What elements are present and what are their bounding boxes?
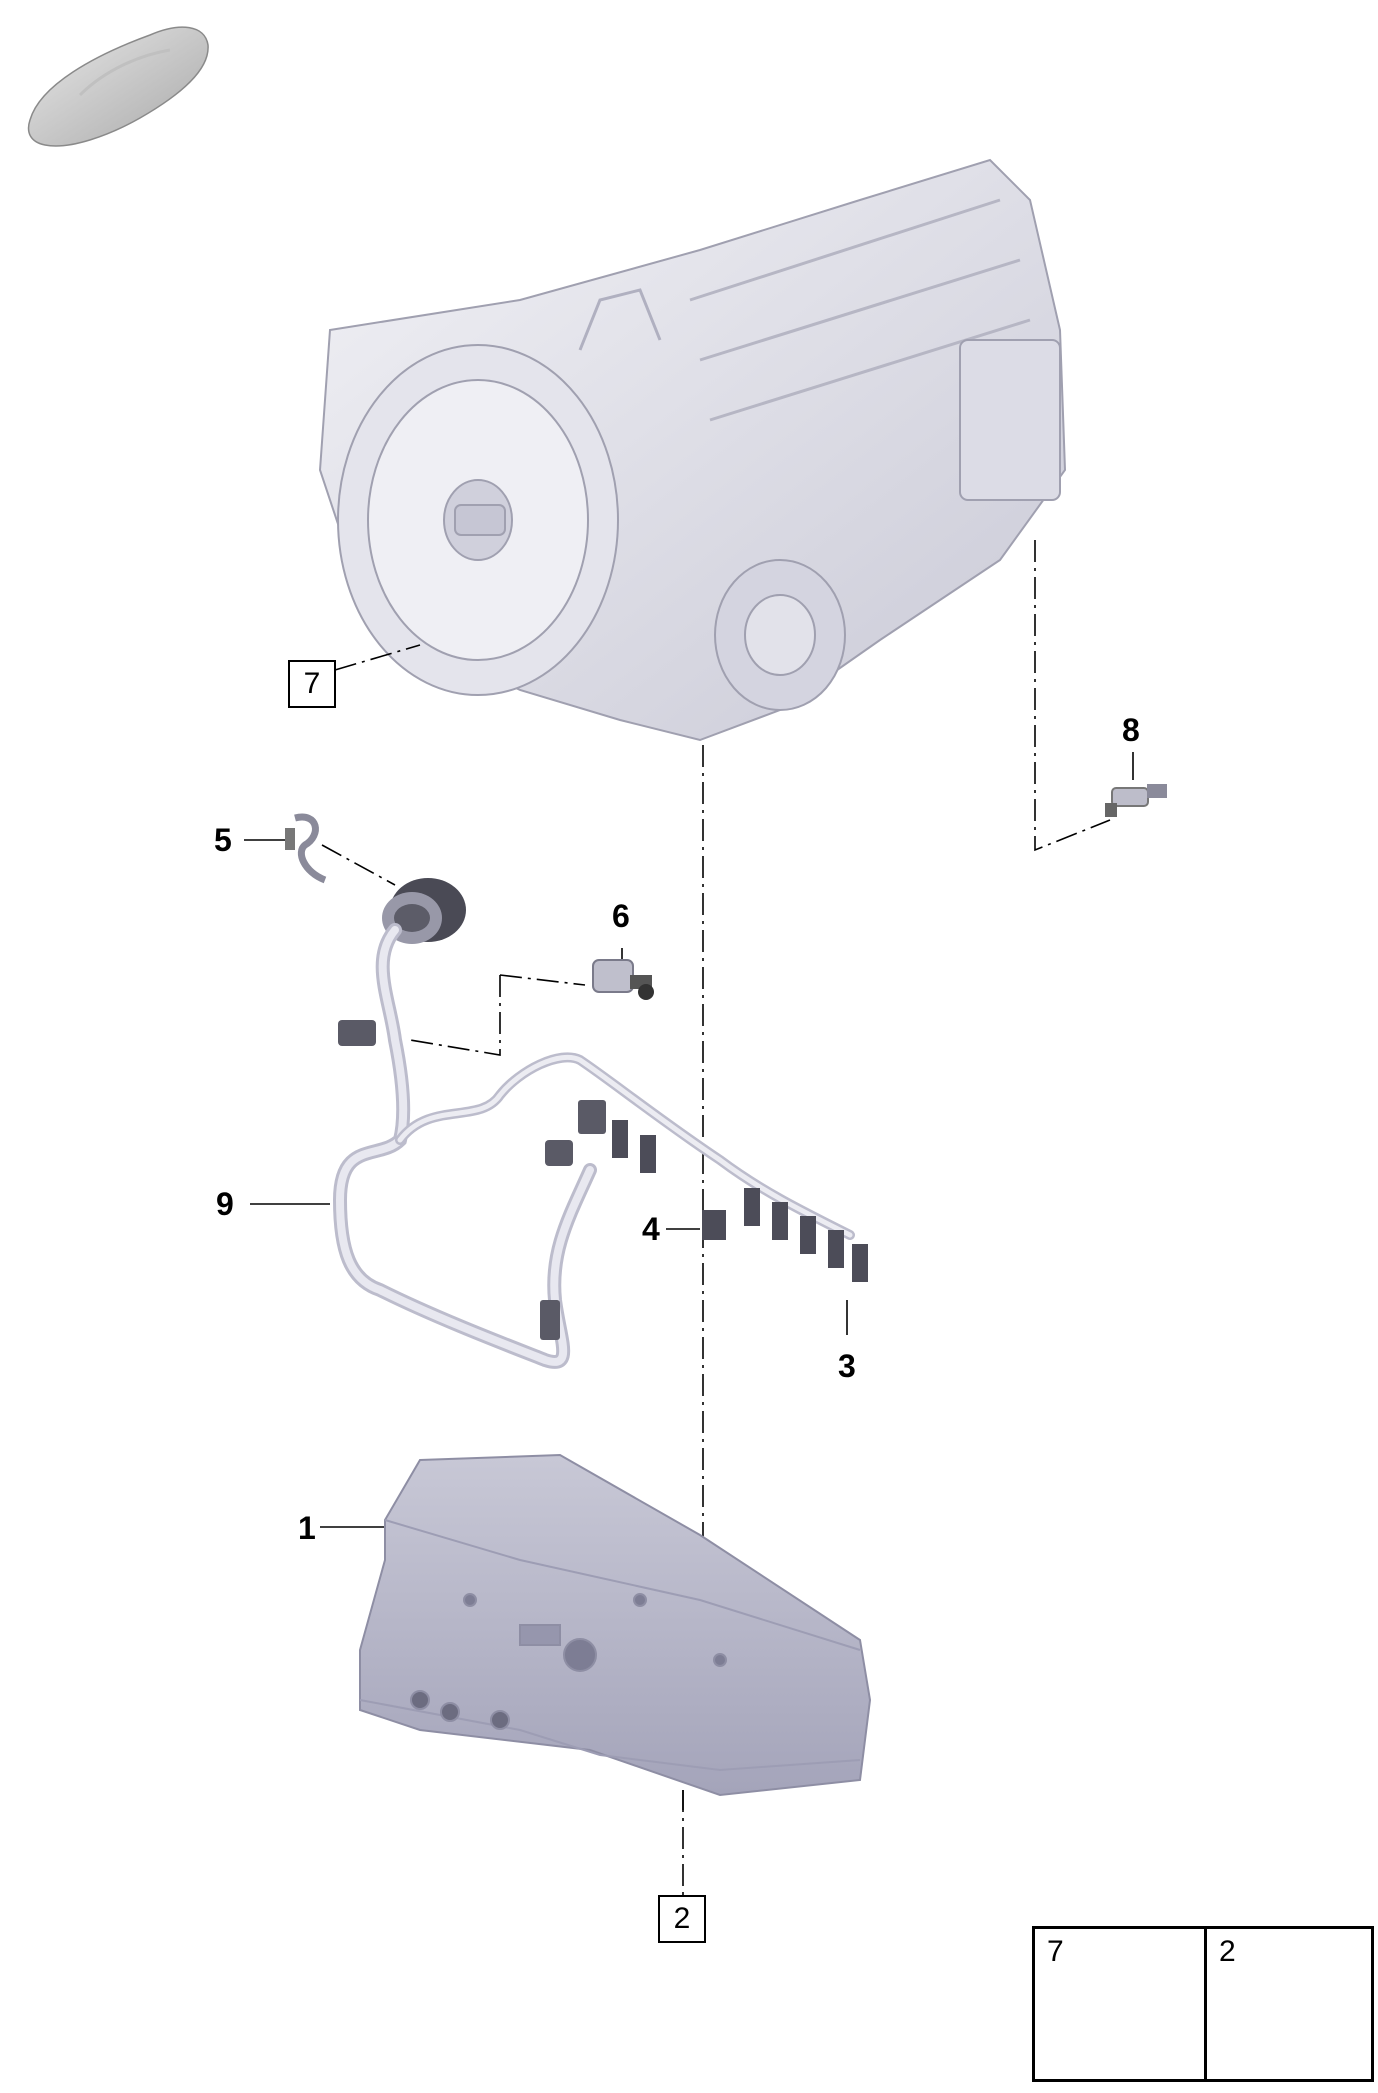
reference-box-7: 7 [288,660,336,708]
callout-6: 6 [612,898,630,934]
bolt-legend-table: 7 2 [1032,1926,1374,2082]
solenoid-connectors [612,1120,868,1282]
legend-cell-7: 7 [1035,1929,1207,2079]
valve-body [359,1453,872,1797]
transmission-housing [318,158,1067,742]
leader-lines [244,752,1134,1810]
wiring-harness [332,923,855,1369]
harness-plugs [338,1020,606,1340]
callout-8: 8 [1122,712,1140,748]
legend-cell-2: 2 [1207,1929,1371,2079]
harness-connector [382,878,466,944]
callout-1: 1 [298,1510,316,1546]
retaining-clip [285,813,327,884]
pressure-sensor [592,959,654,1000]
legend-number-7: 7 [1047,1935,1064,1968]
callout-3: 3 [838,1348,856,1384]
callout-5: 5 [214,822,232,858]
callout-4: 4 [642,1211,660,1247]
reference-box-2: 2 [658,1895,706,1943]
car-silhouette-icon [27,26,209,147]
speed-sensor [1105,784,1167,817]
callout-9: 9 [216,1186,234,1222]
legend-number-2: 2 [1219,1935,1236,1968]
